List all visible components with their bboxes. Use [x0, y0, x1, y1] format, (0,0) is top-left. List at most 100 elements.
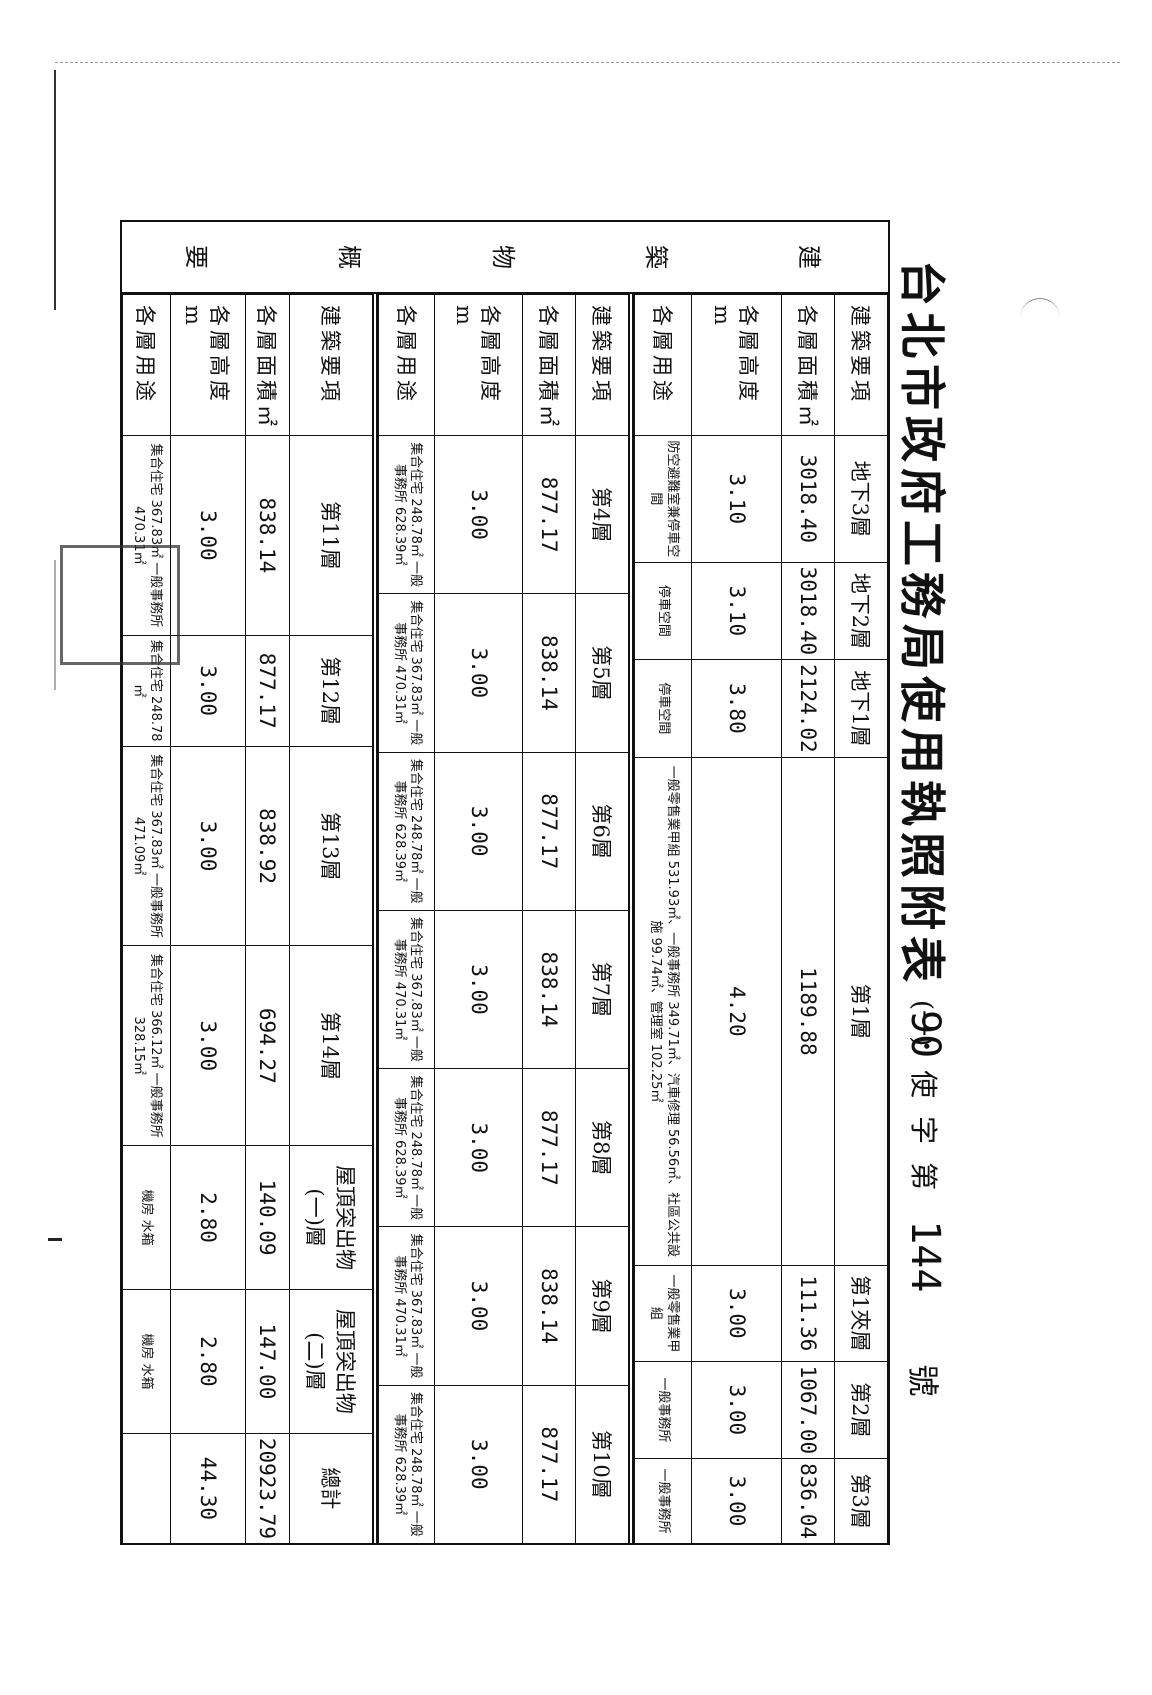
table-cell: 111.36 [781, 1265, 835, 1362]
table-cell: 3.00 [434, 1068, 523, 1227]
table-cell: 4.20 [691, 757, 782, 1266]
table-cell: 第4層 [575, 435, 632, 594]
row-label: 各層用途 [634, 294, 692, 436]
table-cell: 停車空間 [634, 659, 692, 758]
table-block: 建築要項第11層第12層第13層第14層屋頂突出物(一)層屋頂突出物(二)層總計… [121, 294, 379, 1544]
table-cell: 3.00 [434, 1226, 523, 1386]
official-seal-stamp [60, 545, 180, 665]
table-cell: 877.17 [522, 752, 576, 911]
table-cell: 838.14 [522, 593, 576, 753]
table-cell: 防空避難室兼停車空間 [634, 435, 692, 563]
table-cell: 集合住宅 248.78㎡ 一般事務所 628.39㎡ [378, 435, 435, 594]
table-cell: 3.10 [691, 562, 782, 660]
table-cell: 3.00 [434, 910, 523, 1069]
table-cell: 地下1層 [834, 659, 888, 758]
table-cell: 3.00 [170, 746, 246, 946]
building-summary-table: 建 築 物 概 要 建築要項地下3層地下2層地下1層第1層第1夾層第2層第3層各… [120, 220, 890, 1545]
table-cell: 第8層 [575, 1068, 632, 1227]
table-cell: 3.00 [170, 945, 246, 1146]
table-cell: 集合住宅 248.78㎡ 一般事務所 628.39㎡ [378, 1068, 435, 1227]
table-cell: 140.09 [245, 1145, 290, 1290]
table-cell: 集合住宅 248.78㎡ 一般事務所 628.39㎡ [378, 1385, 435, 1544]
group-label-char: 築 [641, 245, 670, 269]
table-cell [122, 1433, 171, 1544]
table-cell: 第5層 [575, 593, 632, 753]
table-cell: 集合住宅 367.83㎡ 一般事務所 471.09㎡ [122, 746, 171, 946]
group-label-char: 要 [182, 245, 211, 269]
row-label: 建築要項 [834, 294, 888, 436]
table-cell: 3.00 [691, 1265, 782, 1362]
permit-char: 使字第 [907, 1070, 940, 1209]
table-cell: 838.14 [245, 435, 290, 636]
row-label: 各層高度 m [434, 294, 523, 436]
table-block: 建築要項地下3層地下2層地下1層第1層第1夾層第2層第3層各層面積㎡ 3018.4… [634, 294, 888, 1544]
floor-row: 建築要項第11層第12層第13層第14層屋頂突出物(一)層屋頂突出物(二)層總計 [289, 294, 376, 1544]
table-cell: 838.14 [522, 1226, 576, 1386]
document-title: 台北市政府工務局使用執照附表 [895, 260, 949, 988]
group-label-char: 建 [794, 245, 823, 269]
row-label: 各層面積㎡ [781, 294, 835, 436]
table-cell: 第12層 [289, 635, 376, 747]
scan-margin-line [54, 560, 56, 690]
permit-number: 90 使字第 144 號 [890, 1010, 960, 1396]
row-label: 建築要項 [575, 294, 632, 436]
scan-corner-mark [1020, 298, 1060, 329]
floor-row: 建築要項地下3層地下2層地下1層第1層第1夾層第2層第3層 [834, 294, 888, 1544]
table-cell: 3.10 [691, 435, 782, 563]
table-cell: 集合住宅 367.83㎡ 一般事務所 470.31㎡ [378, 1226, 435, 1386]
table-cell: 第3層 [834, 1458, 888, 1544]
table-cell: 2.80 [170, 1289, 246, 1434]
table-cell: 集合住宅 248.78㎡ 一般事務所 628.39㎡ [378, 752, 435, 911]
group-label-char: 概 [335, 245, 364, 269]
table-cell: 集合住宅 366.12㎡ 一般事務所 328.15㎡ [122, 945, 171, 1146]
table-cell: 694.27 [245, 945, 290, 1146]
scan-dashed-edge [55, 62, 1120, 63]
table-cell: 總計 [289, 1433, 376, 1544]
row-label: 建築要項 [289, 294, 376, 436]
table-cell: 3.00 [434, 1385, 523, 1544]
table-cell: 838.14 [522, 910, 576, 1069]
use-row: 各層用途防空避難室兼停車空間停車空間停車空間一般零售業甲組 531.93㎡、一般… [634, 294, 692, 1544]
permit-suffix: 號 [904, 1364, 942, 1397]
table-cell: 第7層 [575, 910, 632, 1069]
table-cell: 第10層 [575, 1385, 632, 1544]
scan-margin-line [54, 70, 56, 310]
permit-serial: 144 [902, 1220, 948, 1293]
table-cell: 147.00 [245, 1289, 290, 1434]
table-cell: 3.00 [434, 593, 523, 753]
table-cell: 集合住宅 367.83㎡ 一般事務所 470.31㎡ [378, 593, 435, 753]
table-cell: 3.00 [691, 1361, 782, 1459]
table-cell: 3018.40 [781, 562, 835, 660]
table-cell: 一般零售業甲組 531.93㎡、一般事務所 349.71㎡、汽車修理 56.56… [634, 757, 692, 1266]
table-cell: 877.17 [522, 435, 576, 594]
table-cell: 集合住宅 367.83㎡ 一般事務所 470.31㎡ [378, 910, 435, 1069]
group-label-building-overview: 建 築 物 概 要 [122, 222, 888, 294]
table-cell: 一般零售業甲組 [634, 1265, 692, 1362]
table-cell: 第1層 [834, 757, 888, 1266]
table-cell: 第6層 [575, 752, 632, 911]
table-cell: 屋頂突出物(二)層 [289, 1289, 376, 1434]
attachment-sheet: 台北市政府工務局使用執照附表 (一) 90 使字第 144 號 建 築 物 概 … [120, 220, 960, 1545]
row-label: 各層用途 [378, 294, 435, 436]
row-label: 各層高度 m [691, 294, 782, 436]
table-cell: 3.80 [691, 659, 782, 758]
table-cell: 877.17 [522, 1385, 576, 1544]
table-cell: 877.17 [522, 1068, 576, 1227]
floor-row: 建築要項第4層第5層第6層第7層第8層第9層第10層 [575, 294, 632, 1544]
table-cell: 3.00 [170, 635, 246, 747]
table-cell: 3.00 [170, 435, 246, 636]
table-cell: 838.92 [245, 746, 290, 946]
table-cell: 3.00 [434, 435, 523, 594]
table-cell: 2124.02 [781, 659, 835, 758]
table-cell: 20923.79 [245, 1433, 290, 1544]
table-cell: 877.17 [245, 635, 290, 747]
row-label: 各層用途 [122, 294, 171, 436]
table-cell: 屋頂突出物(一)層 [289, 1145, 376, 1290]
row-label: 各層高度 m [170, 294, 246, 436]
table-cell: 一般事務所 [634, 1361, 692, 1459]
